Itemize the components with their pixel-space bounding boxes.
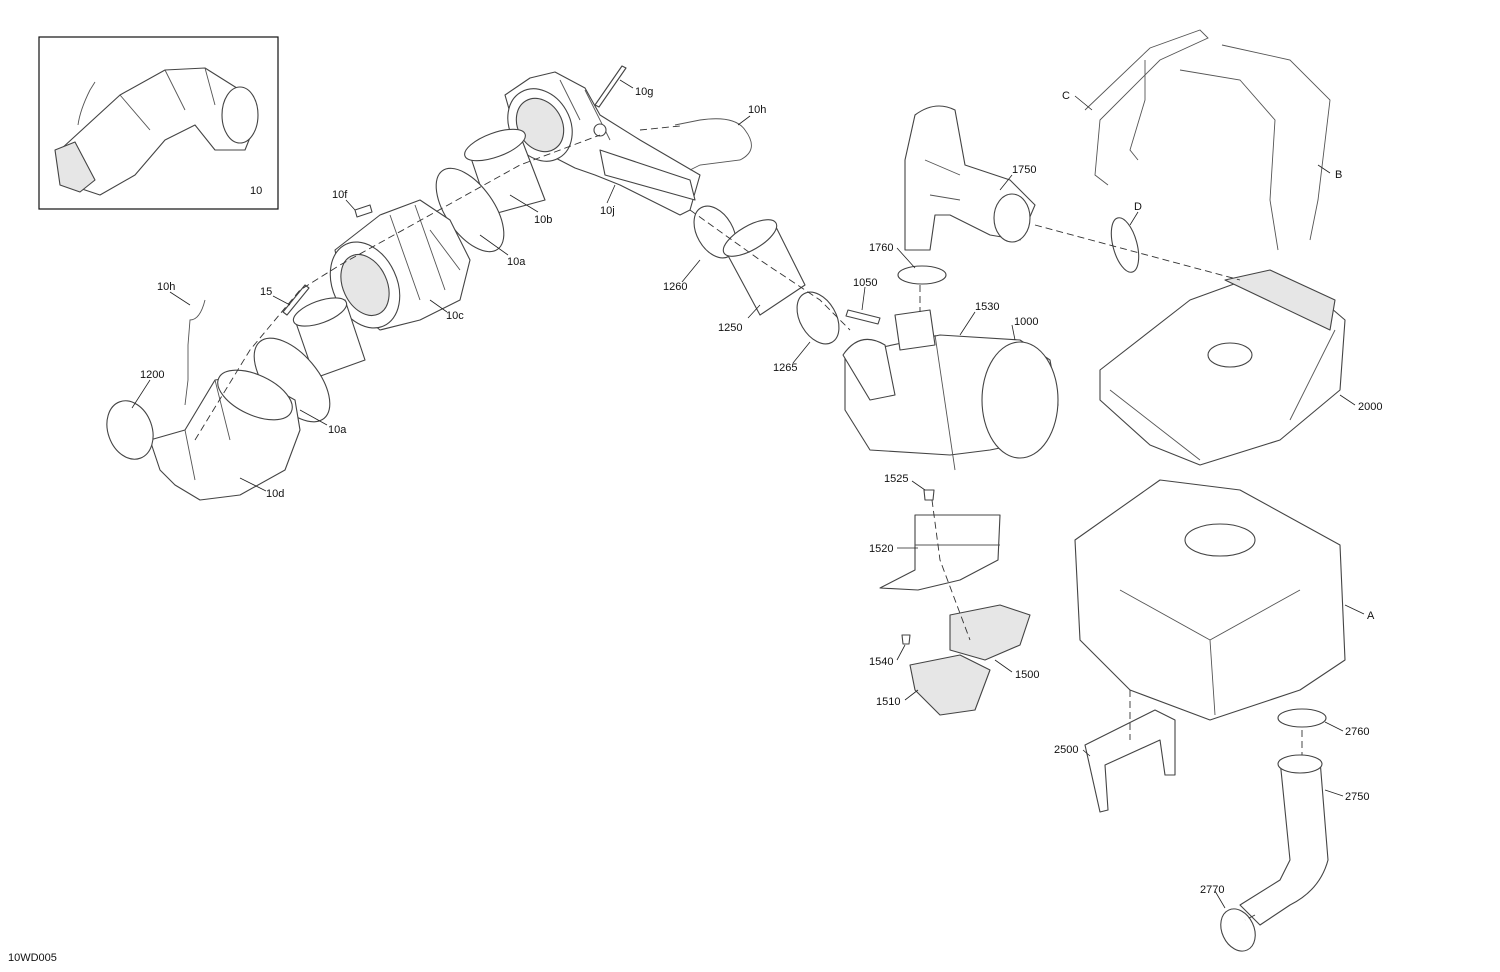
part-2770-clamp — [1220, 908, 1256, 952]
callout-D: D — [1134, 201, 1142, 213]
part-1250-sleeve — [722, 219, 806, 316]
inset-assembly-10: 10 — [38, 36, 279, 210]
callout-2750: 2750 — [1345, 791, 1369, 803]
callout-1540: 1540 — [869, 656, 893, 668]
callout-10h-left: 10h — [157, 281, 175, 293]
part-2750-pipe — [1239, 754, 1329, 926]
callout-10c: 10c — [446, 310, 464, 322]
part-1520-plate — [879, 514, 1001, 591]
callout-10b: 10b — [534, 214, 552, 226]
part-1200-clamp — [106, 400, 154, 460]
part-10h-sensor-left — [184, 299, 206, 406]
callout-1510: 1510 — [876, 696, 900, 708]
callout-1000: 1000 — [1014, 316, 1038, 328]
part-1750-pipe — [904, 105, 1036, 251]
callout-1050: 1050 — [853, 277, 877, 289]
part-A-tank — [1074, 479, 1346, 721]
callout-B: B — [1335, 169, 1342, 181]
part-15-bolt — [282, 284, 310, 316]
callout-10g: 10g — [635, 86, 653, 98]
callout-10f: 10f — [332, 189, 348, 201]
callout-10a-low: 10a — [328, 424, 347, 436]
part-1265-clamp — [796, 291, 840, 345]
part-10d-elbow — [149, 369, 301, 501]
callout-2000: 2000 — [1358, 401, 1382, 413]
callout-2770: 2770 — [1200, 884, 1224, 896]
callout-1250: 1250 — [718, 322, 742, 334]
callout-10d: 10d — [266, 488, 284, 500]
callout-15: 15 — [260, 286, 272, 298]
part-1050-sensor — [845, 309, 881, 325]
alignment-lines — [194, 125, 1303, 921]
callout-1530: 1530 — [975, 301, 999, 313]
part-10f-bolt — [354, 204, 373, 218]
callout-10a-top: 10a — [507, 256, 526, 268]
callout-1500: 1500 — [1015, 669, 1039, 681]
part-1510-block — [909, 654, 991, 716]
callout-1200: 1200 — [140, 369, 164, 381]
part-10g-bolt — [594, 65, 627, 108]
part-C-strap — [1084, 29, 1209, 186]
callout-2760: 2760 — [1345, 726, 1369, 738]
callout-1525: 1525 — [884, 473, 908, 485]
callout-10j: 10j — [600, 205, 615, 217]
part-10h-sensor-top — [674, 118, 752, 171]
part-sleeve-lower — [292, 297, 366, 379]
callout-1760: 1760 — [869, 242, 893, 254]
callout-A: A — [1367, 610, 1375, 622]
callout-C: C — [1062, 90, 1070, 102]
part-1760-clamp — [897, 265, 947, 285]
part-1525-bolt — [923, 489, 935, 501]
part-2000-lid — [1099, 269, 1346, 466]
callout-2500: 2500 — [1054, 744, 1078, 756]
part-2500-bracket — [1084, 709, 1176, 813]
part-2760-clamp — [1277, 708, 1327, 728]
part-D-clamp — [1110, 217, 1140, 273]
callout-1265: 1265 — [773, 362, 797, 374]
callout-1260: 1260 — [663, 281, 687, 293]
leader-lines — [131, 79, 1365, 909]
diagram-code: 10WD005 — [8, 952, 57, 964]
callout-10h-top: 10h — [748, 104, 766, 116]
part-1000-muffler — [842, 309, 1059, 471]
inset-label: 10 — [250, 185, 262, 197]
part-1540-bolt — [901, 634, 911, 645]
part-10c-body — [329, 199, 471, 331]
callout-1750: 1750 — [1012, 164, 1036, 176]
part-1500-bracket — [949, 604, 1031, 661]
callout-1520: 1520 — [869, 543, 893, 555]
part-B-strap — [1179, 44, 1331, 251]
